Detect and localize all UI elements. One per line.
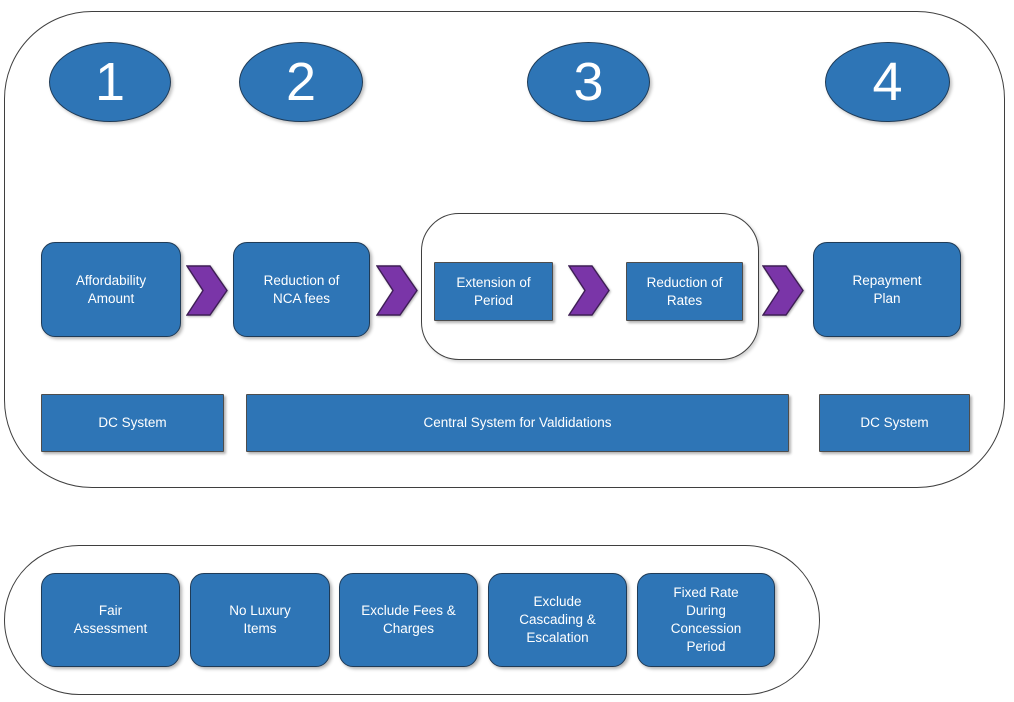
chevron-right-icon <box>376 265 418 316</box>
step-ellipse-2: 2 <box>239 42 363 122</box>
flow-box-extension-period: Extension of Period <box>434 262 553 321</box>
flow-box-label: Reduction of Rates <box>646 274 723 308</box>
flow-box-affordability-amount: Affordability Amount <box>41 242 181 337</box>
principle-label: No Luxury Items <box>229 603 291 636</box>
principle-label: Exclude Fees & Charges <box>361 603 456 636</box>
flow-box-reduction-nca-fees: Reduction of NCA fees <box>233 242 370 337</box>
system-box-label: DC System <box>98 415 167 431</box>
principle-box-fixed-rate-concession: Fixed Rate During Concession Period <box>637 573 775 667</box>
flow-box-label: Reduction of NCA fees <box>263 272 340 306</box>
flow-box-label: Extension of Period <box>456 274 531 308</box>
system-box-label: Central System for Valdidations <box>423 415 612 431</box>
principle-label: Fair Assessment <box>73 603 148 636</box>
system-box-central-validations: Central System for Valdidations <box>246 394 789 452</box>
step-number: 4 <box>872 52 903 112</box>
system-box-dc-right: DC System <box>819 394 970 452</box>
chevron-right-icon <box>186 265 228 316</box>
principle-box-exclude-cascading-escalation: Exclude Cascading & Escalation <box>488 573 627 667</box>
system-box-dc-left: DC System <box>41 394 224 452</box>
flow-box-label: Repayment Plan <box>852 272 922 306</box>
chevron-right-icon <box>568 265 610 316</box>
step-ellipse-1: 1 <box>49 42 171 122</box>
step-ellipse-4: 4 <box>825 42 950 122</box>
step-number: 1 <box>94 52 126 112</box>
principle-box-no-luxury-items: No Luxury Items <box>190 573 330 667</box>
system-box-label: DC System <box>860 415 929 431</box>
step-number: 2 <box>285 52 317 112</box>
step-number: 3 <box>573 52 604 112</box>
flow-box-repayment-plan: Repayment Plan <box>813 242 961 337</box>
principle-label: Exclude Cascading & Escalation <box>519 594 596 645</box>
principle-box-exclude-fees-charges: Exclude Fees & Charges <box>339 573 478 667</box>
chevron-right-icon <box>762 265 804 316</box>
flow-box-label: Affordability Amount <box>75 272 147 306</box>
principle-label: Fixed Rate During Concession Period <box>670 585 742 654</box>
principle-box-fair-assessment: Fair Assessment <box>41 573 180 667</box>
flow-box-reduction-rates: Reduction of Rates <box>626 262 743 321</box>
step-ellipse-3: 3 <box>527 42 650 122</box>
